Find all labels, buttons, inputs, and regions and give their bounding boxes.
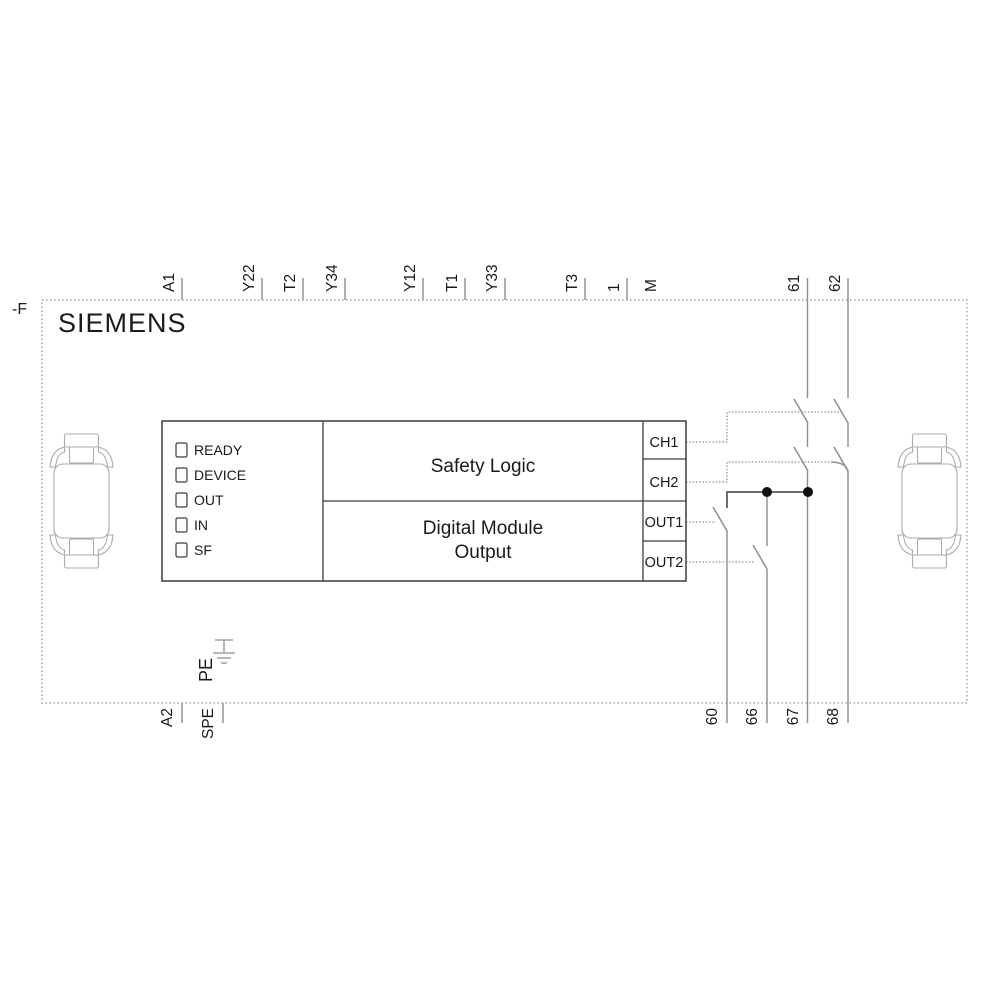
output-signal-wires bbox=[686, 411, 842, 563]
wire-ch2 bbox=[686, 461, 832, 483]
clip-latch-cap bbox=[63, 554, 100, 569]
clip-wing bbox=[897, 446, 914, 468]
clip-wing bbox=[49, 534, 66, 556]
terminal-label-61: 61 bbox=[786, 275, 803, 292]
clip-latch-cap bbox=[911, 554, 948, 569]
terminal-label-y22: Y22 bbox=[241, 264, 258, 292]
terminal-label-62: 62 bbox=[827, 275, 844, 292]
led-out-label: OUT bbox=[194, 492, 224, 508]
led-sf-label: SF bbox=[194, 542, 212, 558]
terminal-label-60: 60 bbox=[704, 708, 721, 726]
module-block: READY DEVICE OUT IN SF Safety Logic Digi… bbox=[161, 420, 687, 582]
clip-wing bbox=[945, 446, 962, 468]
junction-rail bbox=[726, 491, 808, 508]
terminal-label-t1: T1 bbox=[444, 274, 461, 292]
contact-blade-ch1-61 bbox=[793, 398, 809, 424]
pe-ground-label: PE bbox=[196, 658, 216, 682]
bottom-terminal-ticks bbox=[181, 703, 224, 723]
clip-wing bbox=[49, 446, 66, 468]
relay-contacts bbox=[712, 398, 849, 570]
terminal-label-a1: A1 bbox=[161, 273, 178, 292]
led-out-indicator bbox=[175, 492, 188, 508]
output-cell-ch1: CH1 bbox=[649, 435, 678, 451]
clip-latch-cap bbox=[63, 433, 100, 448]
clip-wing bbox=[945, 534, 962, 556]
terminal-conductors bbox=[726, 278, 849, 723]
digital-module-output-label-line1: Digital Module bbox=[423, 518, 543, 539]
top-terminal-labels: A1 Y22 T2 Y34 Y12 T1 Y33 T3 1 M 61 62 bbox=[161, 264, 844, 292]
contact-blade-ch2-61 bbox=[793, 446, 809, 472]
terminal-label-y12: Y12 bbox=[402, 264, 419, 292]
contact-blade-ch1-62 bbox=[833, 398, 849, 424]
junction-dot bbox=[803, 487, 813, 497]
earth-ground-symbol bbox=[213, 639, 235, 664]
clip-body bbox=[901, 463, 958, 539]
digital-module-output-label-line2: Output bbox=[454, 542, 512, 563]
terminal-label-spe: SPE bbox=[200, 708, 217, 739]
terminal-label-t2: T2 bbox=[282, 274, 299, 292]
output-cell-out2: OUT2 bbox=[645, 555, 684, 571]
led-in-indicator bbox=[175, 517, 188, 533]
terminal-label-a2: A2 bbox=[159, 708, 176, 727]
contact-blade-ch2-62 bbox=[833, 446, 849, 472]
output-cell-out1: OUT1 bbox=[645, 515, 684, 531]
terminal-label-66: 66 bbox=[744, 708, 761, 725]
clip-latch-cap bbox=[911, 433, 948, 448]
safety-logic-block-label: Safety Logic bbox=[431, 456, 536, 477]
device-ref-label: -F bbox=[12, 301, 27, 318]
terminal-label-y34: Y34 bbox=[324, 264, 341, 292]
wire-ch1 bbox=[686, 411, 842, 443]
contact-blade-out2 bbox=[752, 544, 768, 570]
led-device-label: DEVICE bbox=[194, 467, 246, 483]
led-ready-indicator bbox=[175, 442, 188, 458]
output-cell-ch2: CH2 bbox=[649, 475, 678, 491]
top-terminal-ticks bbox=[181, 278, 628, 300]
terminal-label-y33: Y33 bbox=[484, 264, 501, 292]
junction-dot bbox=[762, 487, 772, 497]
terminal-label-68: 68 bbox=[825, 708, 842, 725]
clip-wing bbox=[897, 534, 914, 556]
led-sf-indicator bbox=[175, 542, 188, 558]
clip-wing bbox=[97, 534, 114, 556]
terminal-label-t3: T3 bbox=[564, 274, 581, 292]
led-in-label: IN bbox=[194, 517, 208, 533]
clip-body bbox=[53, 463, 110, 539]
terminal-label-1: 1 bbox=[606, 283, 623, 292]
terminal-label-67: 67 bbox=[785, 708, 802, 725]
mounting-clip-left bbox=[49, 433, 114, 569]
clip-wing bbox=[97, 446, 114, 468]
led-device-indicator bbox=[175, 467, 188, 483]
mounting-clip-right bbox=[897, 433, 962, 569]
terminal-label-m: M bbox=[643, 279, 660, 292]
brand-logo: SIEMENS bbox=[58, 308, 187, 338]
led-panel: READY DEVICE OUT IN SF bbox=[175, 442, 246, 558]
contact-blade-out1 bbox=[712, 506, 728, 532]
bottom-terminal-labels: A2 SPE 60 66 67 68 bbox=[159, 708, 842, 739]
led-ready-label: READY bbox=[194, 442, 243, 458]
